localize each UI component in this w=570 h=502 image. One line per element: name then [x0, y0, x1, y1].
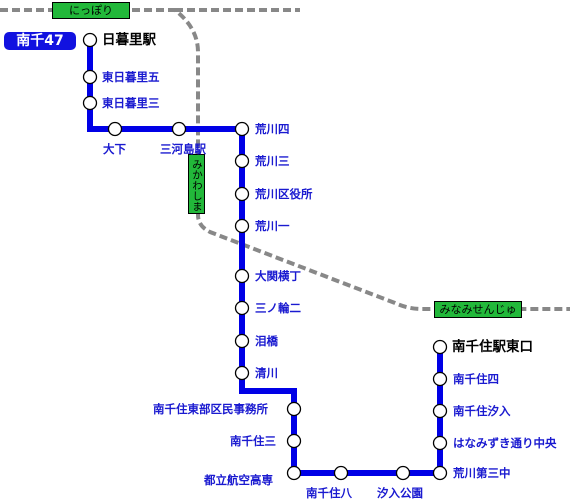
stop-label: 荒川区役所 [255, 187, 313, 201]
stop-label: 荒川第三中 [453, 466, 511, 480]
stop-label: 荒川四 [255, 122, 290, 136]
railway-line-north [0, 8, 570, 311]
stop-marker [333, 465, 349, 481]
stop-marker [286, 465, 302, 481]
stop-marker [234, 300, 250, 316]
stop-marker [432, 403, 448, 419]
stop-label: 南千住四 [453, 372, 499, 386]
stop-label: 荒川三 [255, 154, 290, 168]
stop-marker [234, 365, 250, 381]
stop-label: 大下 [103, 142, 126, 156]
station-box-mikawashima: みかわしま [188, 154, 205, 214]
stop-markers [82, 32, 448, 481]
stop-label: 南千住三 [230, 434, 276, 448]
stop-label: 清川 [255, 366, 278, 380]
stop-label: 荒川一 [255, 219, 290, 233]
stop-label: 三河島駅 [160, 142, 206, 156]
station-box-nippori: にっぽり [52, 2, 130, 19]
stop-marker [82, 95, 98, 111]
stop-marker [234, 186, 250, 202]
stop-label: 南千住汐入 [453, 404, 511, 418]
stop-label: 泪橋 [255, 334, 278, 348]
stop-marker [432, 371, 448, 387]
stop-label: 東日暮里三 [102, 96, 160, 110]
stop-marker [432, 465, 448, 481]
stop-marker [286, 433, 302, 449]
stop-marker [234, 153, 250, 169]
stop-marker [234, 121, 250, 137]
stop-label: 南千住駅東口 [452, 339, 533, 355]
stop-label: 南千住八 [306, 486, 352, 500]
stop-marker [234, 333, 250, 349]
stop-marker [286, 401, 302, 417]
stop-marker [395, 465, 411, 481]
stop-marker [82, 69, 98, 85]
stop-label: 都立航空高専 [204, 473, 273, 487]
stop-label: 三ノ輪二 [255, 301, 301, 315]
stop-marker [171, 121, 187, 137]
stop-marker [432, 435, 448, 451]
stop-label: 東日暮里五 [102, 70, 160, 84]
railway-line [0, 8, 570, 311]
stop-marker [107, 121, 123, 137]
stop-label: はなみずき通り中央 [453, 436, 557, 450]
stop-label: 南千住東部区民事務所 [153, 402, 268, 416]
stop-marker [82, 32, 98, 48]
stop-label: 日暮里駅 [102, 32, 156, 48]
station-box-minamisenju: みなみせんじゅ [434, 301, 522, 318]
stop-label: 汐入公園 [377, 486, 423, 500]
stop-marker [234, 218, 250, 234]
route-number-badge: 南千47 [4, 32, 76, 50]
stop-marker [432, 339, 448, 355]
stop-label: 大関横丁 [255, 269, 301, 283]
stop-marker [234, 268, 250, 284]
